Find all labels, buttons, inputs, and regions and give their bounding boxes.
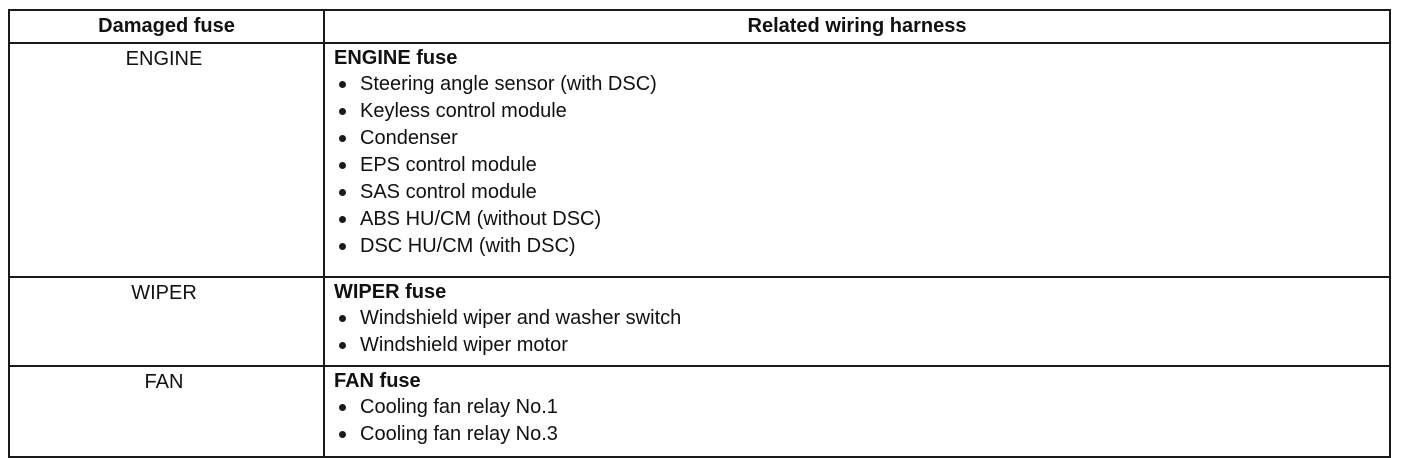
harness-item-label: ABS HU/CM (without DSC): [360, 208, 602, 230]
list-item: ABS HU/CM (without DSC): [334, 206, 1389, 233]
harness-title: WIPER fuse: [334, 281, 447, 303]
list-item: Keyless control module: [334, 98, 1389, 125]
fuse-name: WIPER: [131, 282, 197, 304]
list-item: DSC HU/CM (with DSC): [334, 233, 1389, 260]
bullet-icon: [339, 342, 346, 349]
harness-list: Steering angle sensor (with DSC) Keyless…: [334, 71, 1389, 260]
harness-item-label: EPS control module: [360, 154, 537, 176]
bullet-icon: [339, 81, 346, 88]
fuse-name: ENGINE: [125, 48, 203, 70]
list-item: EPS control module: [334, 152, 1389, 179]
harness-item-label: Keyless control module: [360, 100, 567, 122]
harness-item-label: Windshield wiper motor: [360, 334, 568, 356]
list-item: Cooling fan relay No.1: [334, 394, 1389, 421]
bullet-icon: [339, 162, 346, 169]
bullet-icon: [339, 431, 346, 438]
table-header-row: Damaged fuse Related wiring harness: [8, 9, 1391, 44]
fuse-name-cell: FAN: [8, 365, 325, 458]
bullet-icon: [339, 108, 346, 115]
harness-item-label: Cooling fan relay No.3: [360, 423, 558, 445]
list-item: Condenser: [334, 125, 1389, 152]
harness-item-label: Windshield wiper and washer switch: [360, 307, 682, 329]
list-item: Windshield wiper and washer switch: [334, 305, 1389, 332]
harness-cell: WIPER fuse Windshield wiper and washer s…: [323, 276, 1391, 367]
bullet-icon: [339, 135, 346, 142]
harness-item-label: Steering angle sensor (with DSC): [360, 73, 657, 95]
harness-title: FAN fuse: [334, 370, 421, 392]
harness-list: Cooling fan relay No.1 Cooling fan relay…: [334, 394, 1389, 448]
header-damaged-fuse: Damaged fuse: [8, 9, 325, 44]
fuse-harness-table: Damaged fuse Related wiring harness ENGI…: [8, 9, 1391, 458]
list-item: Cooling fan relay No.3: [334, 421, 1389, 448]
list-item: Windshield wiper motor: [334, 332, 1389, 359]
harness-cell: ENGINE fuse Steering angle sensor (with …: [323, 42, 1391, 278]
table-row: ENGINE ENGINE fuse Steering angle sensor…: [8, 42, 1391, 278]
list-item: Steering angle sensor (with DSC): [334, 71, 1389, 98]
list-item: SAS control module: [334, 179, 1389, 206]
bullet-icon: [339, 404, 346, 411]
harness-item-label: Cooling fan relay No.1: [360, 396, 558, 418]
harness-title: ENGINE fuse: [334, 47, 458, 69]
bullet-icon: [339, 216, 346, 223]
harness-cell: FAN fuse Cooling fan relay No.1 Cooling …: [323, 365, 1391, 458]
bullet-icon: [339, 243, 346, 250]
header-related-wiring-harness: Related wiring harness: [323, 9, 1391, 44]
table-row: FAN FAN fuse Cooling fan relay No.1 Cool…: [8, 365, 1391, 458]
bullet-icon: [339, 315, 346, 322]
fuse-name-cell: ENGINE: [8, 42, 325, 278]
harness-item-label: SAS control module: [360, 181, 537, 203]
table-row: WIPER WIPER fuse Windshield wiper and wa…: [8, 276, 1391, 367]
bullet-icon: [339, 189, 346, 196]
harness-item-label: DSC HU/CM (with DSC): [360, 235, 576, 257]
fuse-name: FAN: [144, 371, 184, 393]
fuse-name-cell: WIPER: [8, 276, 325, 367]
harness-list: Windshield wiper and washer switch Winds…: [334, 305, 1389, 359]
harness-item-label: Condenser: [360, 127, 458, 149]
